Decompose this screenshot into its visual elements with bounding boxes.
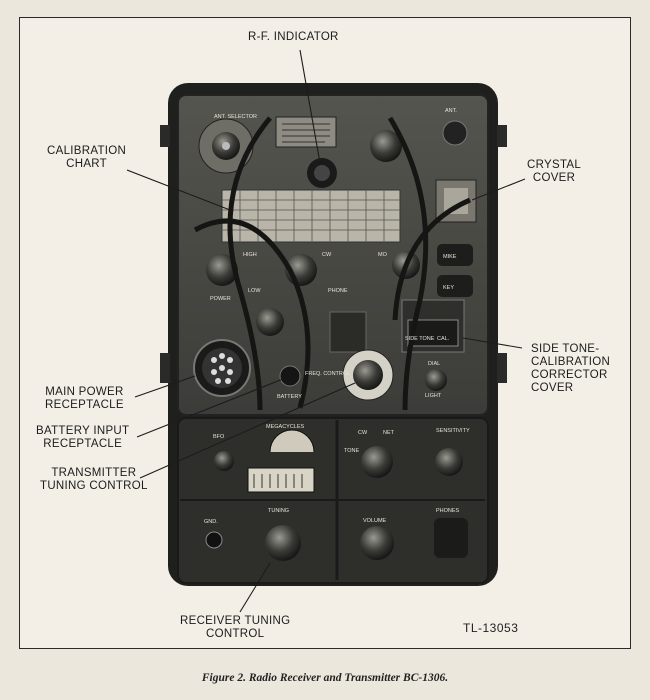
antenna-selector-dial [198, 118, 254, 174]
case-latch [497, 353, 507, 383]
case-latch [160, 125, 170, 147]
panel-label-tuning: TUNING [268, 508, 289, 514]
panel-label-dial: DIAL [428, 361, 440, 367]
calibration-chart [221, 189, 401, 243]
side-tone-cover [401, 299, 465, 353]
panel-label-freq-control: FREQ. CONTROL [305, 371, 350, 377]
panel-label-low: LOW [248, 288, 261, 294]
callout-calibration-chart: CALIBRATION CHART [47, 145, 127, 170]
rf-indicator-lamp [307, 158, 337, 188]
panel-label-bfo: BFO [213, 434, 225, 440]
volume-knob [360, 526, 394, 560]
antenna-connector [442, 120, 468, 146]
megacycles-dial [247, 467, 315, 493]
panel-label-ant-selector: ANT. SELECTOR [214, 114, 257, 120]
case-latch [497, 125, 507, 147]
panel-label-ant: ANT. [445, 108, 457, 114]
transmitter-tuning-knob [342, 349, 394, 401]
panel-label-light: LIGHT [425, 393, 442, 399]
panel-label-cal: CAL. [437, 336, 450, 342]
bfo-switch [214, 451, 234, 471]
standby-switch [256, 308, 284, 336]
callout-rf-indicator: R-F. INDICATOR [248, 31, 339, 43]
panel-label-power: POWER [210, 296, 231, 302]
callout-side-tone-cover: SIDE TONE- CALIBRATION CORRECTOR COVER [531, 343, 611, 394]
panel-label-phones: PHONES [436, 508, 460, 514]
cable-harness [193, 116, 471, 411]
callout-crystal-cover: CRYSTAL COVER [527, 159, 582, 184]
power-knob [206, 254, 238, 286]
panel-label-high: HIGH [243, 252, 257, 258]
tone-control-knob [361, 446, 393, 478]
case-latch [160, 353, 170, 383]
mike-jack [437, 244, 473, 266]
callout-main-power: MAIN POWER RECEPTACLE [45, 386, 124, 411]
panel-label-side-tone: SIDE TONE [405, 336, 435, 342]
panel-label-gnd: GND. [204, 519, 218, 525]
leader-lines [126, 49, 526, 613]
main-power-receptacle [193, 339, 251, 397]
receiver-tuning-knob [265, 525, 301, 561]
megacycles-meter [269, 429, 315, 453]
callout-battery-input: BATTERY INPUT RECEPTACLE [36, 425, 130, 450]
band-switch-knob [370, 130, 402, 162]
callout-transmitter-tuning: TRANSMITTER TUNING CONTROL [40, 467, 148, 492]
plate-id: TL-13053 [463, 621, 519, 635]
freq-control-plate [329, 311, 367, 353]
callout-receiver-tuning: RECEIVER TUNING CONTROL [180, 615, 291, 640]
phones-jack [434, 518, 468, 558]
panel-label-volume: VOLUME [363, 518, 387, 524]
panel-label-key: KEY [443, 285, 454, 291]
battery-receptacle [279, 365, 301, 387]
key-jack [437, 275, 473, 297]
ground-terminal [205, 531, 223, 549]
sensitivity-knob [435, 448, 463, 476]
panel-label-cw: CW [322, 252, 332, 258]
panel-label-mike: MIKE [443, 254, 457, 260]
panel-label-net: NET [383, 430, 395, 436]
panel-label-mo: MO [378, 252, 388, 258]
panel-label-sensitivity: SENSITIVITY [436, 428, 470, 434]
dial-light-switch [425, 369, 447, 391]
panel-label-phone: PHONE [328, 288, 348, 294]
panel-label-battery: BATTERY [277, 394, 302, 400]
panel-label-tone: TONE [344, 448, 360, 454]
panel-label-cw-lower: CW [358, 430, 368, 436]
panel-label-megacycles: MEGACYCLES [266, 424, 305, 430]
figure-caption: Figure 2. Radio Receiver and Transmitter… [201, 672, 449, 684]
